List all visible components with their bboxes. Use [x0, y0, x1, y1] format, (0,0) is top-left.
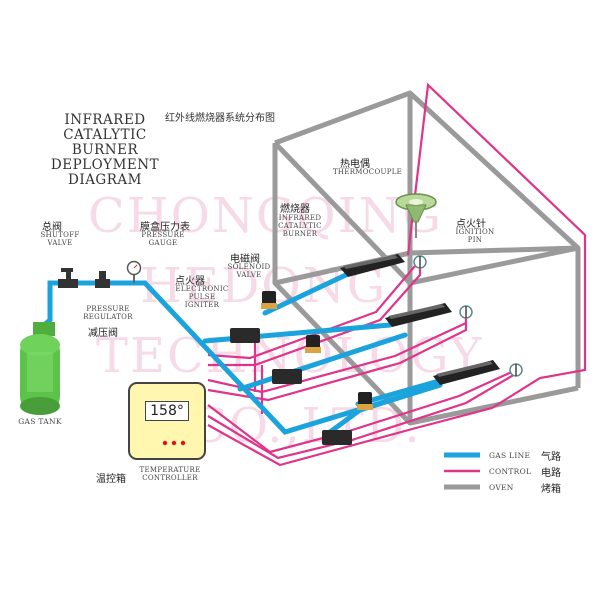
legend-gas-line-cn: 气路 [541, 452, 561, 463]
infrared-catalytic-burner [433, 360, 500, 385]
label-line: SOLENOID [227, 263, 271, 271]
ignition-pin [459, 305, 473, 319]
oven-frame [272, 90, 581, 426]
shutoff-valve-label-cn: 总阀 [42, 222, 62, 233]
label-line: PRESSURE [86, 305, 130, 313]
label-line: PIN [467, 236, 483, 244]
title-line: DEPLOYMENT [50, 157, 160, 173]
label-line: GAUGE [148, 239, 178, 247]
infrared-catalytic-burner [340, 254, 405, 277]
label-line: THERMOCOUPLE [332, 168, 403, 176]
pressure-gauge [126, 260, 142, 283]
solenoid-valve-label-cn: 电磁阀 [230, 254, 260, 265]
label-line: VALVE [47, 239, 73, 247]
legend-gas-line: GAS LINE [489, 451, 531, 460]
legend-swatches [444, 452, 480, 490]
label-line: ELECTRONIC [175, 285, 229, 293]
gas-tank [20, 322, 60, 415]
label-line: TEMPERATURE [139, 466, 201, 474]
label-line: IGNITER [184, 301, 220, 309]
label-line: INFRARED [278, 214, 322, 222]
ignition-pin [509, 363, 523, 377]
solenoid-valve [357, 392, 373, 410]
electronic-pulse-igniter [272, 369, 302, 384]
thermocouple-label: THERMOCOUPLE [325, 168, 410, 176]
diagram-title: INFRARED CATALYTIC BURNER DEPLOYMENT DIA… [30, 113, 180, 188]
label-line: CONTROLLER [142, 474, 198, 482]
burner-label-cn: 燃烧器 [280, 204, 310, 215]
electronic-pulse-igniter [322, 430, 352, 445]
burner-label: INFRARED CATALYTIC BURNER [270, 214, 330, 238]
diagram-title-cn: 红外线燃烧器系统分布图 [165, 113, 275, 124]
solenoid-valve [261, 291, 277, 309]
legend-oven-cn: 烤箱 [541, 484, 561, 495]
gas-tank-label: GAS TANK [18, 417, 62, 426]
thermocouple-label-cn: 热电偶 [340, 159, 370, 170]
ignition-pin-label: IGNITION PIN [450, 228, 500, 244]
solenoid-valve-label: SOLENOID VALVE [224, 263, 274, 279]
title-line: DIAGRAM [68, 172, 142, 188]
legend-oven: OVEN [489, 483, 514, 492]
title-line: INFRARED [64, 112, 146, 128]
label-line: SHUTOFF [40, 231, 80, 239]
shutoff-valve [58, 268, 78, 288]
shutoff-valve-label: SHUTOFF VALVE [35, 231, 85, 247]
igniter-label: ELECTRONIC PULSE IGNITER [172, 285, 232, 309]
label-line: IGNITION [455, 228, 495, 236]
label-line: CATALYTIC [278, 222, 322, 230]
label-line: PRESSURE [141, 231, 185, 239]
electronic-pulse-igniter [230, 328, 260, 343]
thermocouple [395, 193, 437, 238]
temperature-controller [128, 382, 206, 460]
solenoid-valve [305, 335, 321, 353]
label-line: REGULATOR [83, 313, 133, 321]
ignition-pin-label-cn: 点火针 [456, 219, 486, 230]
ignition-pin [413, 255, 427, 269]
temperature-controller-label: TEMPERATURE CONTROLLER [132, 466, 208, 482]
label-line: BURNER [282, 230, 318, 238]
infrared-catalytic-burner [385, 303, 452, 327]
title-line: CATALYTIC BURNER [63, 127, 147, 158]
label-line: VALVE [236, 271, 262, 279]
pressure-regulator [95, 271, 110, 288]
pressure-gauge-label-cn: 膜盒压力表 [140, 222, 190, 233]
pressure-regulator-label: PRESSURE REGULATOR [78, 305, 138, 321]
label-line: PULSE [188, 293, 216, 301]
temperature-display: 158° [145, 401, 189, 421]
igniter-label-cn: 点火器 [175, 276, 205, 287]
pressure-gauge-label: PRESSURE GAUGE [133, 231, 193, 247]
pressure-regulator-label-cn: 减压阀 [88, 328, 118, 339]
legend-control-cn: 电路 [541, 468, 561, 479]
temperature-controller-label-cn: 温控箱 [96, 474, 126, 485]
legend-control: CONTROL [489, 467, 532, 476]
